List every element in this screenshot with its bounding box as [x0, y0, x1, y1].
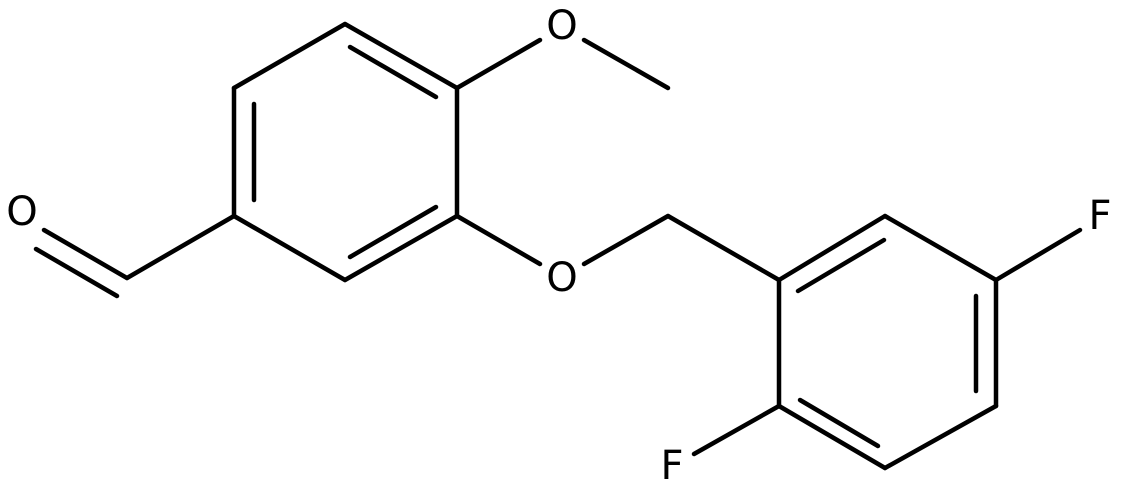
ether-o-ch2-bond: [581, 213, 671, 267]
ch2-ring-bond: [665, 213, 782, 283]
ring2-inner-double-1: [795, 237, 887, 294]
methoxy-oxygen-label: O: [546, 3, 577, 49]
ring2-bond-1: [776, 213, 888, 283]
fluorine-top-label: F: [1088, 193, 1111, 239]
methoxy-group: O: [454, 3, 671, 91]
ring1-inner-double-2: [347, 44, 439, 100]
ring2-bond-2: [882, 213, 999, 283]
ring2-bond-4: [882, 403, 999, 471]
aldehyde-ch-bond: [124, 213, 237, 281]
fluorine-substituents: F F: [660, 193, 1111, 489]
ring1-bond-1: [231, 21, 348, 91]
ring2-inner-double-3: [797, 397, 881, 449]
fluorine-bottom-label: F: [660, 443, 683, 489]
difluorophenyl-ring: [776, 213, 999, 471]
ring1-bond-5: [231, 213, 348, 283]
methoxy-o-ring-bond: [454, 37, 543, 91]
benzaldehyde-ring: [231, 21, 460, 283]
ring1-inner-double-3: [347, 204, 439, 260]
ring1-bond-2: [342, 21, 460, 91]
aldehyde-co-double-1: [41, 227, 130, 281]
ether-oxygen-label: O: [546, 255, 577, 301]
aldehyde-co-double-2: [33, 246, 120, 299]
ring2-bond-5: [776, 403, 888, 471]
aldehyde-oxygen-label: O: [6, 189, 37, 235]
ring1-bond-4: [342, 213, 460, 283]
c-f-bond-bottom: [691, 403, 782, 457]
aldehyde-group: O: [6, 189, 237, 299]
ether-linker: O: [454, 213, 782, 301]
ether-ring-o-bond: [454, 213, 543, 267]
methoxy-o-ch3-bond: [581, 37, 671, 91]
c-f-bond-top: [993, 227, 1083, 283]
